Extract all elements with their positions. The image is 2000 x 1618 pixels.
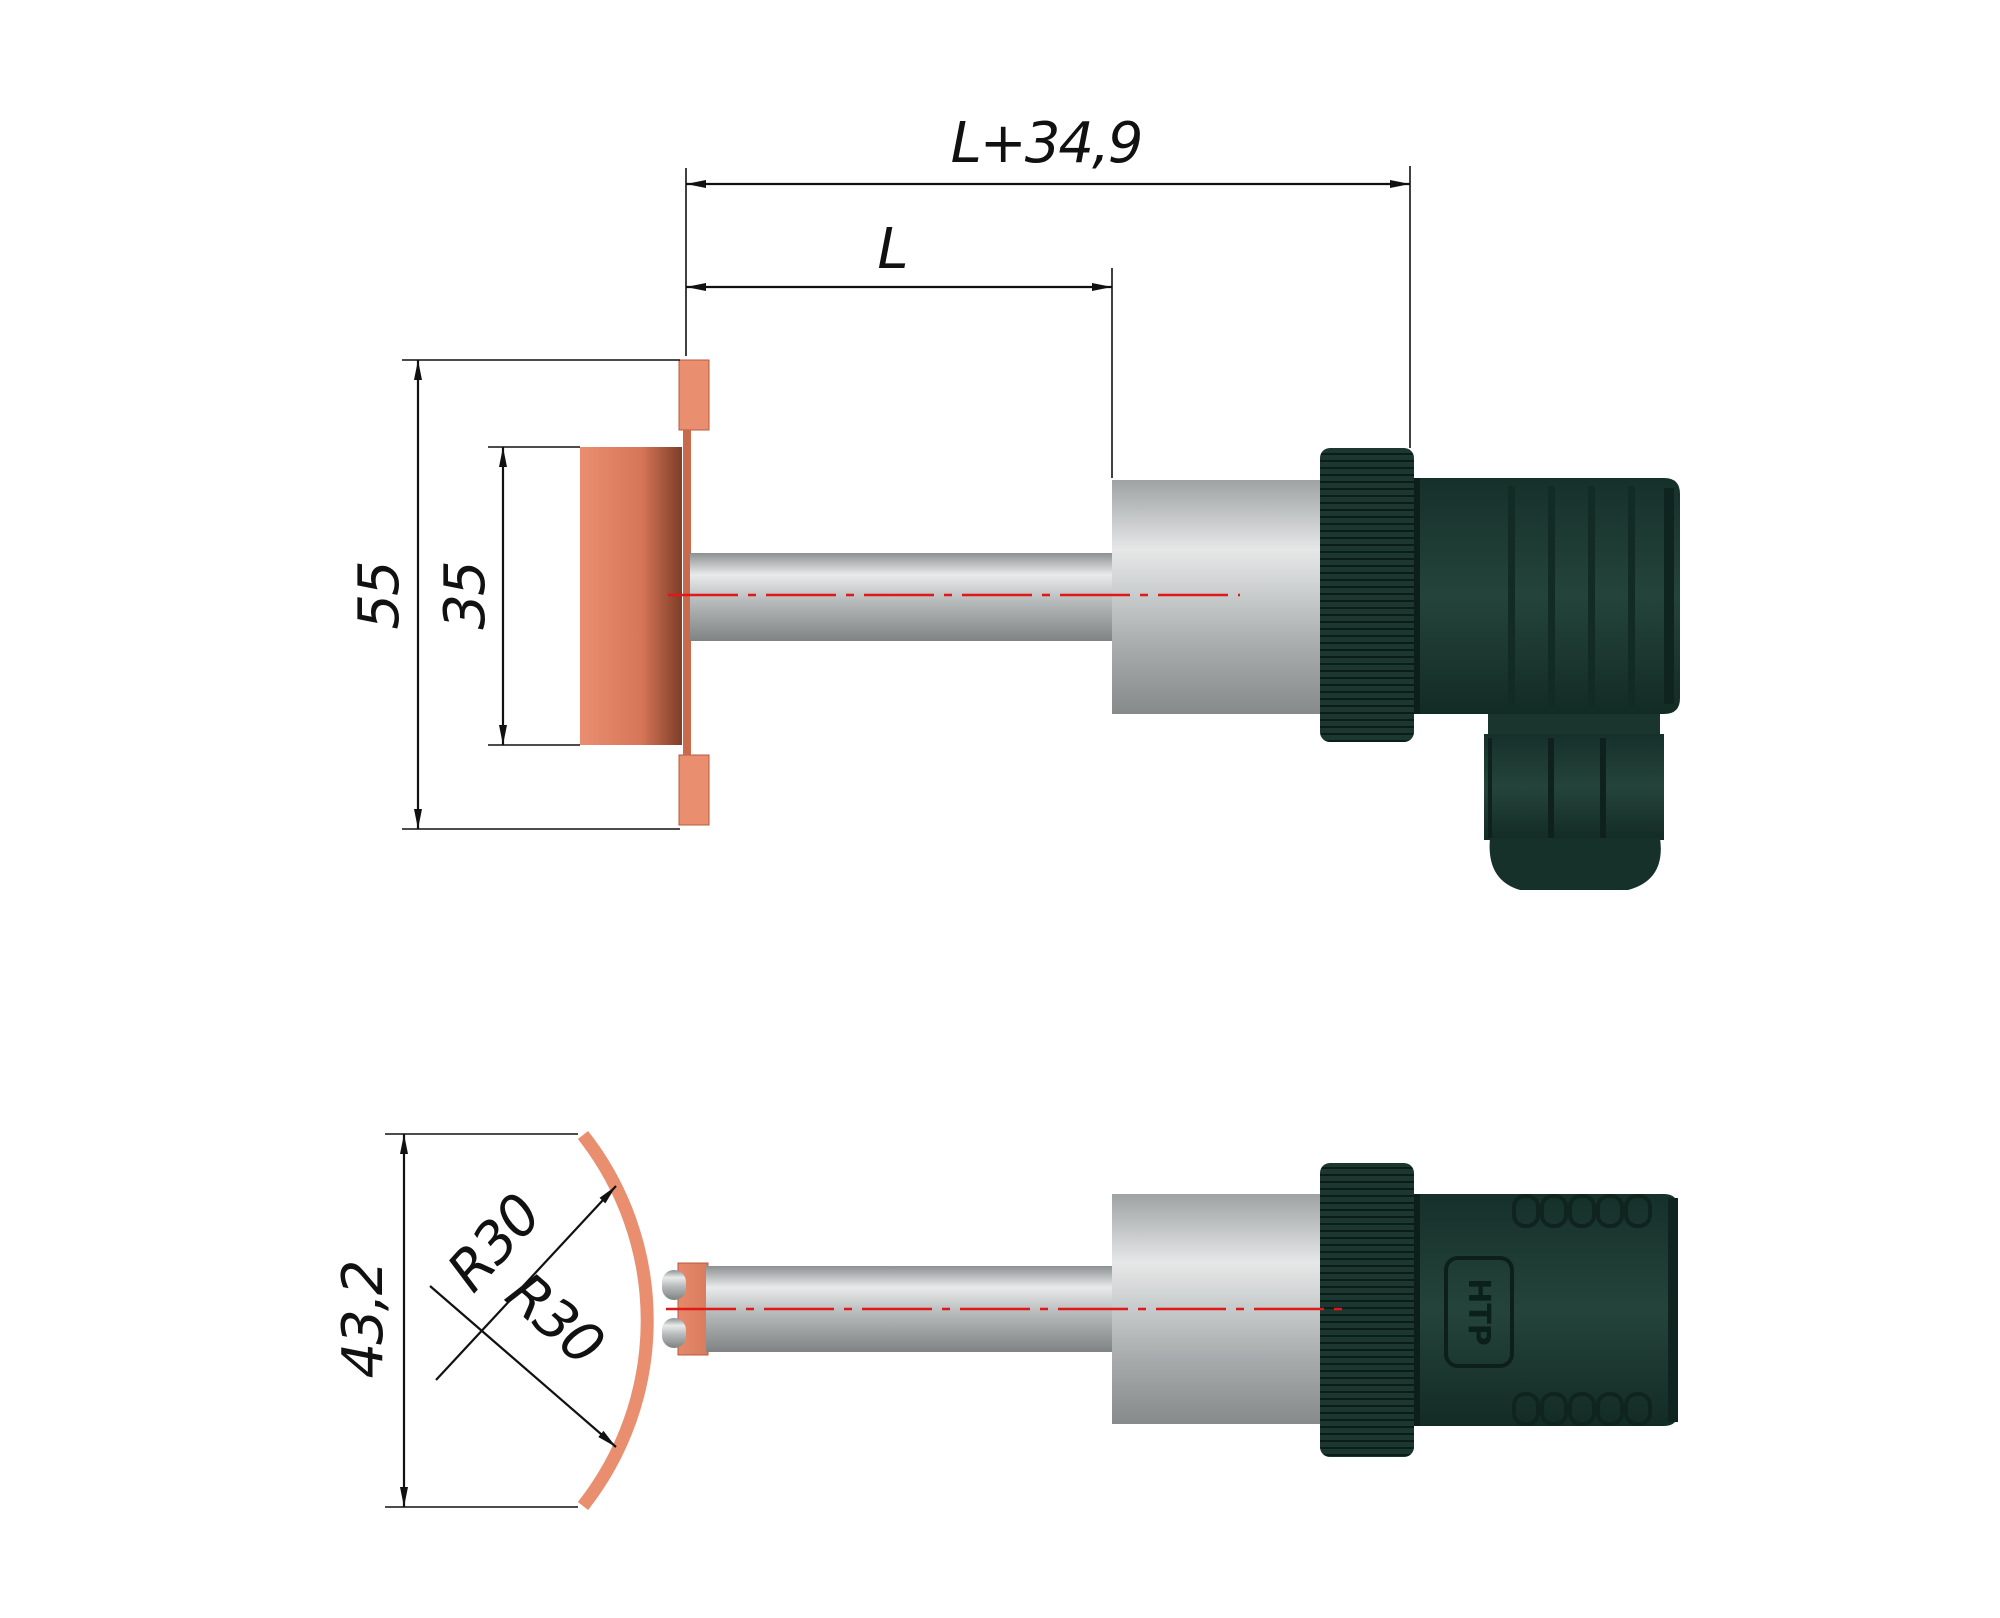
front-view: НТР bbox=[577, 1130, 1678, 1511]
dimension-flange-height: 55 bbox=[347, 359, 680, 830]
flange-side bbox=[580, 359, 710, 826]
connector-front: НТР bbox=[1414, 1194, 1678, 1426]
overall-length-label: L+34,9 bbox=[951, 111, 1142, 176]
dimension-radius-lower: R30 bbox=[429, 1260, 617, 1448]
dimension-plate-height: 35 bbox=[433, 446, 580, 746]
probe-tube bbox=[690, 553, 1116, 641]
connector-ribs-lower bbox=[1512, 1392, 1652, 1426]
lug-upper bbox=[662, 1270, 686, 1300]
connector-ribs-upper bbox=[1512, 1194, 1652, 1228]
knurled-nut bbox=[1320, 448, 1414, 742]
chord-height-label: 43,2 bbox=[331, 1262, 396, 1379]
side-view bbox=[580, 359, 1680, 890]
dimension-overall-length: L+34,9 bbox=[685, 111, 1411, 448]
connector-side bbox=[1414, 478, 1680, 890]
plate-height-label: 35 bbox=[433, 562, 498, 629]
dimension-chord-height: 43,2 bbox=[331, 1133, 578, 1508]
sensor-housing bbox=[1112, 480, 1322, 714]
connector-mark: НТР bbox=[1461, 1278, 1496, 1346]
dimension-length: L bbox=[686, 217, 1113, 478]
length-label: L bbox=[877, 217, 906, 282]
connector-label-frame bbox=[1444, 1256, 1514, 1368]
knurled-nut-front bbox=[1320, 1163, 1414, 1457]
flange-height-label: 55 bbox=[347, 562, 412, 629]
curved-plate bbox=[577, 1130, 654, 1511]
lug-lower bbox=[662, 1318, 686, 1348]
radius-lower-label: R30 bbox=[494, 1260, 615, 1377]
